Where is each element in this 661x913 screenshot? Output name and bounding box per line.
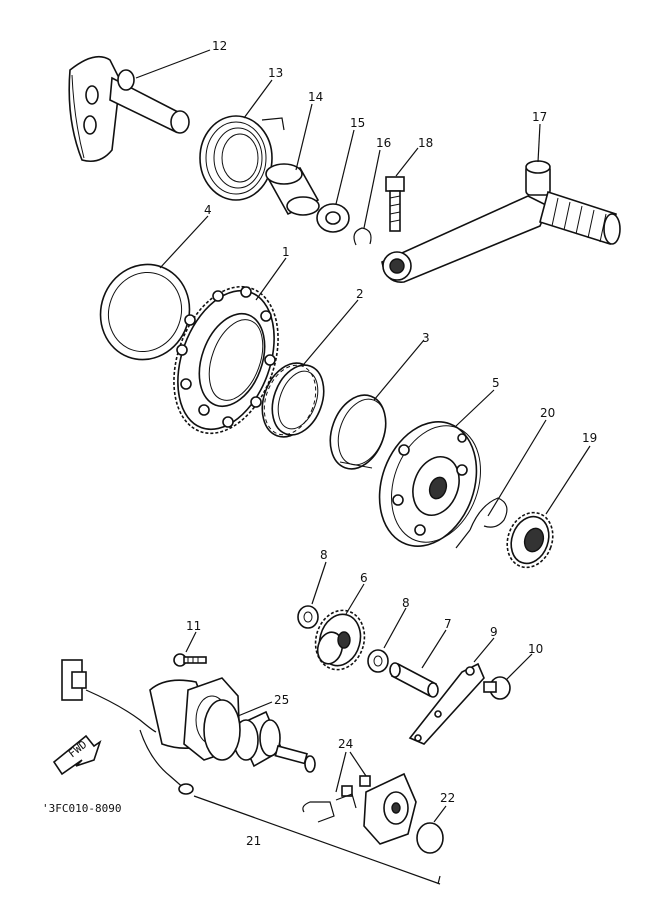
label-25: 25 (274, 693, 289, 707)
part-20-clip (455, 497, 508, 549)
label-13: 13 (268, 66, 283, 80)
label-5: 5 (492, 376, 500, 390)
label-22: 22 (440, 791, 455, 805)
label-21: 21 (246, 834, 261, 848)
part-2-one-way-clutch (261, 362, 325, 438)
part-8b-washer (367, 649, 389, 673)
part-16-circlip (353, 227, 372, 246)
label-15: 15 (350, 116, 365, 130)
callout-labels: 12 13 14 15 16 18 17 4 1 2 3 5 20 19 8 6… (186, 39, 597, 848)
part-7-shaft (389, 662, 439, 698)
part-1-ring-gear (173, 285, 279, 435)
label-8b: 8 (402, 596, 410, 610)
fwd-arrow: FWD (52, 734, 102, 776)
label-17: 17 (532, 110, 547, 124)
part-21-starter-motor (61, 659, 444, 885)
label-6: 6 (360, 571, 368, 585)
leader-lines (135, 49, 591, 823)
label-8a: 8 (320, 548, 328, 562)
label-19: 19 (582, 431, 597, 445)
label-2: 2 (356, 287, 364, 301)
label-3: 3 (422, 331, 430, 345)
part-12-kick-shaft (68, 55, 190, 163)
label-7: 7 (444, 617, 452, 631)
label-24: 24 (338, 737, 353, 751)
label-1: 1 (282, 245, 290, 259)
part-18-bolt (385, 176, 405, 232)
part-6-idler-gear (314, 609, 366, 671)
label-18: 18 (418, 136, 433, 150)
label-10: 10 (528, 642, 543, 656)
part-9-plate (408, 662, 485, 745)
label-12: 12 (212, 39, 227, 53)
part-3-ring (329, 394, 387, 470)
label-16: 16 (376, 136, 391, 150)
part-8a-washer (297, 605, 319, 629)
part-19-pinion-gear (506, 511, 554, 569)
part-15-washer (316, 203, 350, 233)
part-14-bushing (265, 163, 320, 216)
label-11: 11 (186, 619, 201, 633)
label-20: 20 (540, 406, 555, 420)
label-9: 9 (490, 625, 498, 639)
part-13-spring (199, 115, 285, 201)
part-5-housing (378, 421, 481, 547)
label-4: 4 (204, 203, 212, 217)
part-17-kick-crank (381, 160, 621, 283)
part-11-screw (173, 653, 207, 667)
part-25-o-ring (203, 699, 241, 761)
diagram-code: '3FC010-8090 (42, 802, 121, 815)
label-14: 14 (308, 90, 323, 104)
part-10-screw (483, 676, 511, 700)
